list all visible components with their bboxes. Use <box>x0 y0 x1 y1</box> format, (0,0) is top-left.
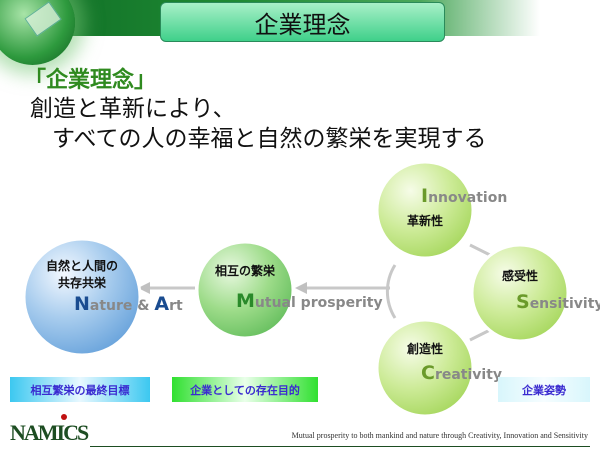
footer-rule <box>90 446 590 447</box>
innovation-en: Innovation <box>421 185 508 207</box>
cycle-ring-right <box>469 243 491 342</box>
innovation-jp: 革新性 <box>406 214 443 228</box>
nature-en: Nature & Art <box>74 293 183 315</box>
footer-tagline: Mutual prosperity to both mankind and na… <box>291 431 588 440</box>
arrow-head-1 <box>295 282 307 294</box>
section-heading: 「企業理念」 <box>24 68 157 93</box>
logo-dot <box>61 414 67 420</box>
philosophy-line-1: 創造と革新により、 <box>30 96 236 122</box>
sensitivity-circle <box>470 243 570 343</box>
label-ultimate-goal: 相互繁栄の最終目標 <box>10 377 150 402</box>
philosophy-line-2: すべての人の幸福と自然の繁栄を実現する <box>52 126 487 152</box>
sensitivity-jp: 感受性 <box>501 269 538 283</box>
innovation-circle <box>375 160 475 260</box>
slide-title: 企業理念 <box>160 2 445 42</box>
mutual-en: Mutual prosperity <box>236 290 383 312</box>
namics-logo: NAMICS <box>10 420 89 445</box>
creativity-jp: 創造性 <box>406 342 443 356</box>
label-corporate-purpose: 企業としての存在目的 <box>172 377 318 402</box>
mutual-circle <box>195 240 295 340</box>
cycle-ring <box>385 264 397 319</box>
nature-circle <box>22 237 142 357</box>
sensitivity-en: Sensitivity <box>516 291 600 313</box>
mutual-jp: 相互の繁栄 <box>214 264 275 278</box>
arrow-head-2 <box>138 282 150 294</box>
creativity-en: Creativity <box>421 362 503 384</box>
label-corporate-stance: 企業姿勢 <box>498 377 590 402</box>
creativity-circle <box>375 318 475 418</box>
nature-jp: 自然と人間の共存共栄 <box>45 259 118 290</box>
